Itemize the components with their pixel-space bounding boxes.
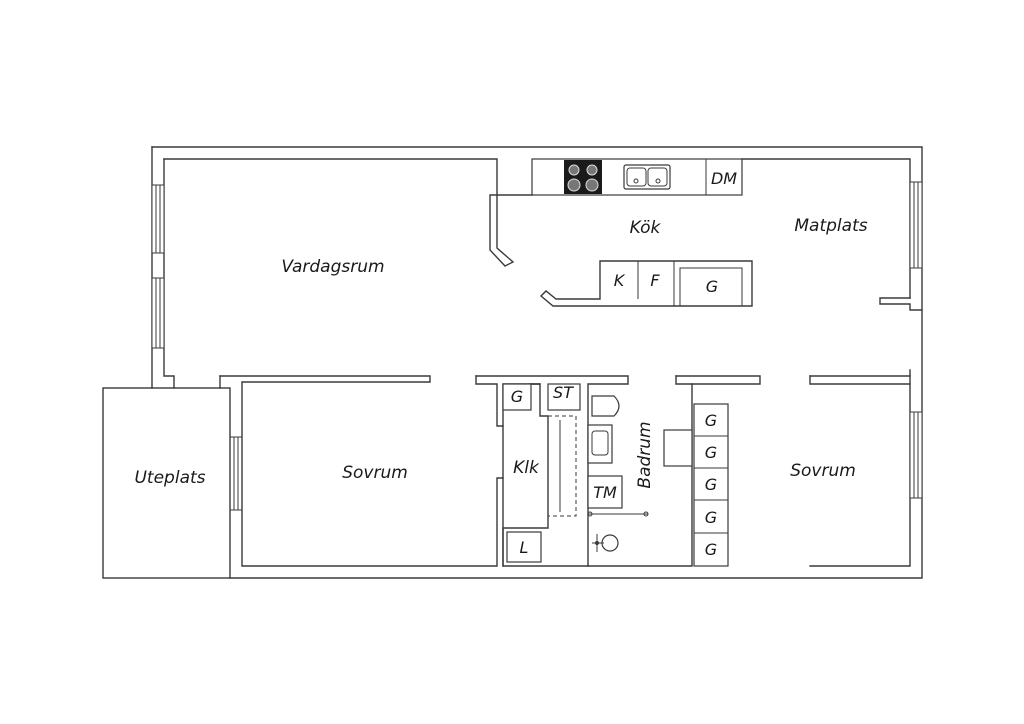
shower-icon: [592, 534, 619, 552]
label-kitchen-cabinet: G: [706, 277, 718, 296]
label-dryer: TM: [593, 483, 617, 502]
wardrobe-column: [693, 403, 729, 567]
label-sovrum-right: Sovrum: [790, 461, 856, 481]
window-right-top: [909, 181, 923, 269]
kitchen-counter: [531, 158, 743, 196]
radiator: [663, 429, 693, 467]
interior-walls: [219, 375, 761, 567]
label-sovrum-left: Sovrum: [342, 463, 408, 483]
bathroom-fixtures: [587, 395, 693, 552]
window-right-bottom: [909, 411, 923, 499]
closet-box: [502, 383, 532, 411]
outer-walls: [151, 146, 923, 579]
dryer-box: [587, 475, 623, 509]
label-kok: Kök: [630, 218, 662, 238]
label-storage: ST: [553, 383, 574, 402]
label-dishwasher: DM: [711, 169, 737, 188]
windows: [151, 181, 923, 511]
label-linen: L: [520, 538, 529, 557]
label-fridge: K: [614, 271, 626, 290]
window-left-top: [151, 184, 165, 254]
linen-box: [506, 531, 542, 563]
label-wardrobe-5: G: [705, 540, 717, 559]
label-badrum: Badrum: [635, 421, 655, 488]
label-matplats: Matplats: [794, 216, 867, 236]
label-wardrobe-4: G: [705, 508, 717, 527]
label-closet: G: [511, 387, 523, 406]
sink: [623, 164, 671, 190]
window-bedroom-left: [229, 436, 243, 511]
window-left-bottom: [151, 277, 165, 349]
uteplats-area: [102, 387, 231, 579]
label-wardrobe-3: G: [705, 475, 717, 494]
kitchen-island: [539, 260, 753, 307]
toilet: [591, 395, 620, 417]
label-wardrobe-2: G: [705, 443, 717, 462]
label-wardrobe-1: G: [705, 411, 717, 430]
label-uteplats: Uteplats: [134, 468, 205, 488]
label-freezer: F: [650, 271, 660, 290]
label-vardagsrum: Vardagsrum: [281, 257, 384, 277]
label-klk: Klk: [513, 458, 540, 478]
storage-box: [547, 383, 581, 411]
klk-counter-dashed: [547, 415, 577, 517]
